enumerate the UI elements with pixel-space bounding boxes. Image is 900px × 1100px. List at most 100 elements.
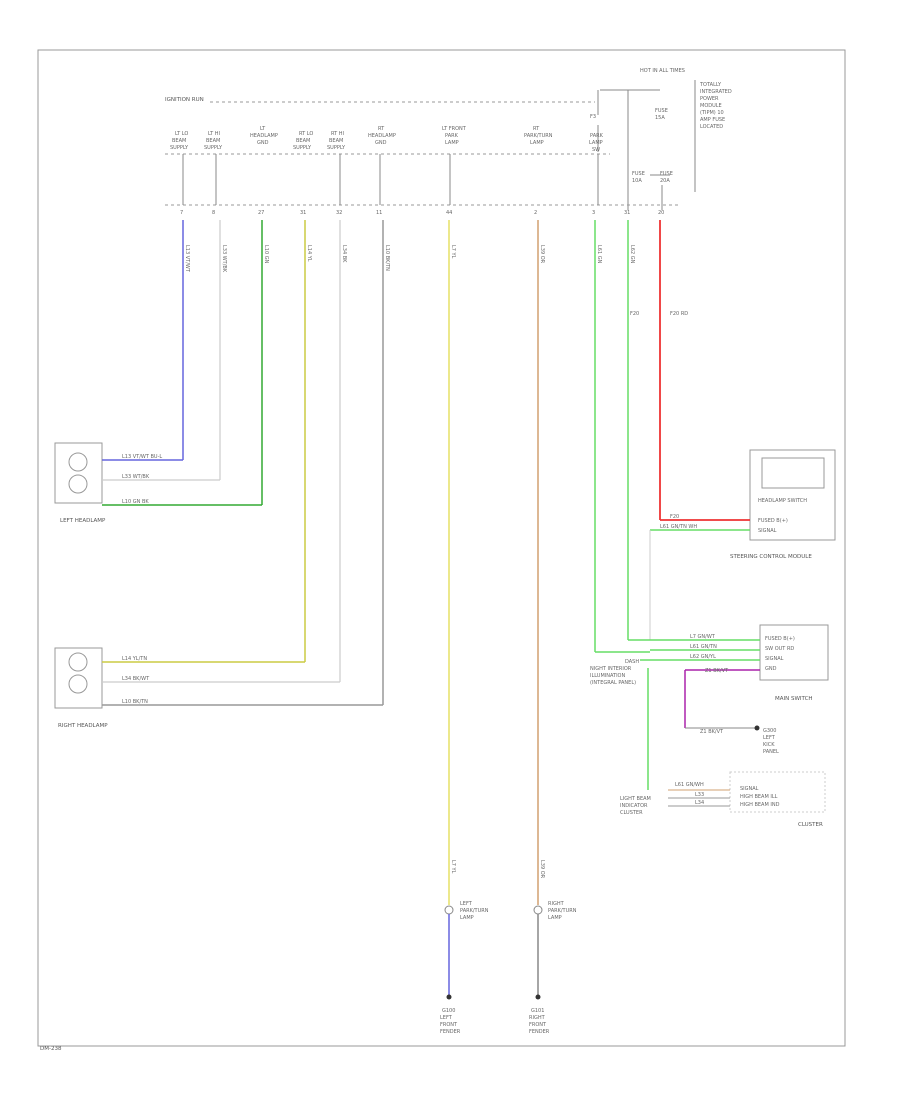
cluster-note: LIGHT BEAM INDICATOR CLUSTER (620, 796, 651, 816)
svg-text:Z1 BK/VT: Z1 BK/VT (705, 668, 729, 674)
svg-text:L33: L33 (695, 792, 704, 798)
svg-text:L10 GN BK: L10 GN BK (122, 499, 149, 505)
svg-text:31: 31 (624, 210, 630, 216)
svg-text:(TIPM) 10: (TIPM) 10 (700, 110, 724, 116)
svg-text:LOCATED: LOCATED (700, 124, 723, 130)
page-label: DM-238 (40, 1046, 62, 1052)
svg-text:FUSE: FUSE (632, 171, 645, 177)
svg-text:BEAM: BEAM (296, 138, 310, 144)
svg-text:HEADLAMP: HEADLAMP (368, 133, 396, 139)
steering-module-label: STEERING CONTROL MODULE (730, 554, 812, 560)
svg-text:FUSE: FUSE (660, 171, 673, 177)
svg-text:SW OUT RD: SW OUT RD (765, 646, 794, 652)
svg-text:LAMP: LAMP (530, 140, 544, 146)
svg-text:L33 WT/BK: L33 WT/BK (221, 245, 227, 273)
svg-text:BEAM: BEAM (329, 138, 343, 144)
svg-text:GND: GND (375, 140, 387, 146)
svg-text:LEFT: LEFT (440, 1015, 453, 1021)
svg-text:L62 GN/YL: L62 GN/YL (690, 654, 716, 660)
cluster-label: CLUSTER (798, 822, 823, 828)
svg-text:RT: RT (378, 126, 385, 132)
top-label-lt-lo: LT LO BEAM SUPPLY (170, 131, 189, 151)
top-label-lt-park: LT FRONT PARK LAMP (442, 126, 467, 146)
svg-text:L13 VT/WT: L13 VT/WT (184, 245, 190, 273)
svg-text:ILLUMINATION: ILLUMINATION (590, 673, 625, 679)
svg-text:LEFT: LEFT (460, 901, 473, 907)
svg-text:L61 GN: L61 GN (596, 245, 602, 264)
svg-text:PARK: PARK (590, 133, 604, 139)
svg-text:FENDER: FENDER (440, 1029, 461, 1035)
svg-text:PARK/TURN: PARK/TURN (460, 908, 489, 914)
main-switch: FUSED B(+) SW OUT RD SIGNAL GND MAIN SWI… (759, 624, 829, 702)
svg-text:Z1 BK/VT: Z1 BK/VT (700, 729, 724, 735)
svg-text:32: 32 (336, 210, 342, 216)
svg-text:LT LO: LT LO (175, 131, 188, 137)
diagram-frame (37, 49, 846, 1047)
svg-text:HIGH BEAM ILL: HIGH BEAM ILL (740, 794, 778, 800)
main-switch-label: MAIN SWITCH (775, 696, 813, 702)
svg-text:FUSE: FUSE (655, 108, 668, 114)
svg-text:L61 GN/TN WH: L61 GN/TN WH (660, 524, 697, 530)
pin-numbers: 7 8 27 31 32 11 44 2 3 31 20 (180, 210, 664, 216)
svg-text:LIGHT BEAM: LIGHT BEAM (620, 796, 651, 802)
svg-text:L14 YL/TN: L14 YL/TN (122, 656, 147, 662)
left-park-lamp: L7 YL LEFT PARK/TURN LAMP G100 LEFT FRON… (440, 860, 489, 1035)
svg-text:GND: GND (257, 140, 269, 146)
ms-ground-icon (754, 725, 760, 731)
svg-text:L7 GN/WT: L7 GN/WT (690, 634, 716, 640)
svg-text:LT HI: LT HI (208, 131, 220, 137)
svg-text:LT FRONT: LT FRONT (442, 126, 467, 132)
tipm-note: TOTALLY INTEGRATED POWER MODULE (TIPM) 1… (699, 82, 732, 130)
module-stubs (182, 154, 599, 205)
tipm-fuse-2: FUSE 15A (655, 108, 668, 121)
svg-text:GND: GND (765, 666, 777, 672)
svg-text:L10 GN: L10 GN (263, 245, 269, 264)
svg-text:G300: G300 (763, 728, 776, 734)
left-headlamp: LEFT HEADLAMP (54, 442, 106, 524)
svg-text:FUSED B(+): FUSED B(+) (765, 636, 795, 642)
svg-text:SUPPLY: SUPPLY (293, 145, 312, 151)
tipm-fuse-3: FUSE 10A FUSE 20A (632, 171, 673, 184)
svg-text:LAMP: LAMP (548, 915, 562, 921)
svg-text:INDICATOR: INDICATOR (620, 803, 648, 809)
svg-text:FENDER: FENDER (529, 1029, 550, 1035)
svg-text:BEAM: BEAM (172, 138, 186, 144)
svg-text:11: 11 (376, 210, 382, 216)
svg-text:L61 GN/TN: L61 GN/TN (690, 644, 717, 650)
top-label-rt-gnd: RT HEADLAMP GND (368, 126, 396, 146)
svg-text:TOTALLY: TOTALLY (699, 82, 722, 88)
left-headlamp-label: LEFT HEADLAMP (60, 518, 106, 524)
svg-text:L62 GN: L62 GN (629, 245, 635, 264)
svg-text:3: 3 (592, 210, 595, 216)
svg-text:L10 BK/TN: L10 BK/TN (384, 245, 390, 271)
svg-text:RT HI: RT HI (331, 131, 344, 137)
svg-text:RIGHT: RIGHT (548, 901, 565, 907)
svg-text:NIGHT INTERIOR: NIGHT INTERIOR (590, 666, 632, 672)
svg-text:2: 2 (534, 210, 537, 216)
svg-text:FRONT: FRONT (440, 1022, 458, 1028)
svg-text:PARK: PARK (445, 133, 459, 139)
svg-text:MODULE: MODULE (700, 103, 722, 109)
svg-text:L7 YL: L7 YL (450, 245, 456, 259)
svg-text:10A: 10A (632, 178, 642, 184)
svg-text:RT: RT (533, 126, 540, 132)
steering-control-module: HEADLAMP SWITCH FUSED B(+) SIGNAL STEERI… (730, 449, 836, 560)
svg-text:L34: L34 (695, 800, 704, 806)
svg-text:POWER: POWER (700, 96, 719, 102)
svg-text:20: 20 (658, 210, 664, 216)
top-label-lt-hi: LT HI BEAM SUPPLY (204, 131, 223, 151)
svg-text:AMP FUSE: AMP FUSE (700, 117, 725, 123)
svg-text:INTEGRATED: INTEGRATED (700, 89, 732, 95)
svg-text:LT: LT (260, 126, 266, 132)
svg-text:SW: SW (592, 147, 600, 153)
svg-text:FUSED B(+): FUSED B(+) (758, 518, 788, 524)
svg-text:L10 BK/TN: L10 BK/TN (122, 699, 148, 705)
cluster: SIGNAL HIGH BEAM ILL HIGH BEAM IND CLUST… (729, 771, 826, 828)
svg-text:F20 RD: F20 RD (670, 311, 688, 317)
svg-text:G101: G101 (531, 1008, 544, 1014)
svg-text:20A: 20A (660, 178, 670, 184)
svg-text:SUPPLY: SUPPLY (327, 145, 346, 151)
svg-text:LAMP: LAMP (460, 915, 474, 921)
top-label-rt-lo: RT LO BEAM SUPPLY (293, 131, 313, 151)
